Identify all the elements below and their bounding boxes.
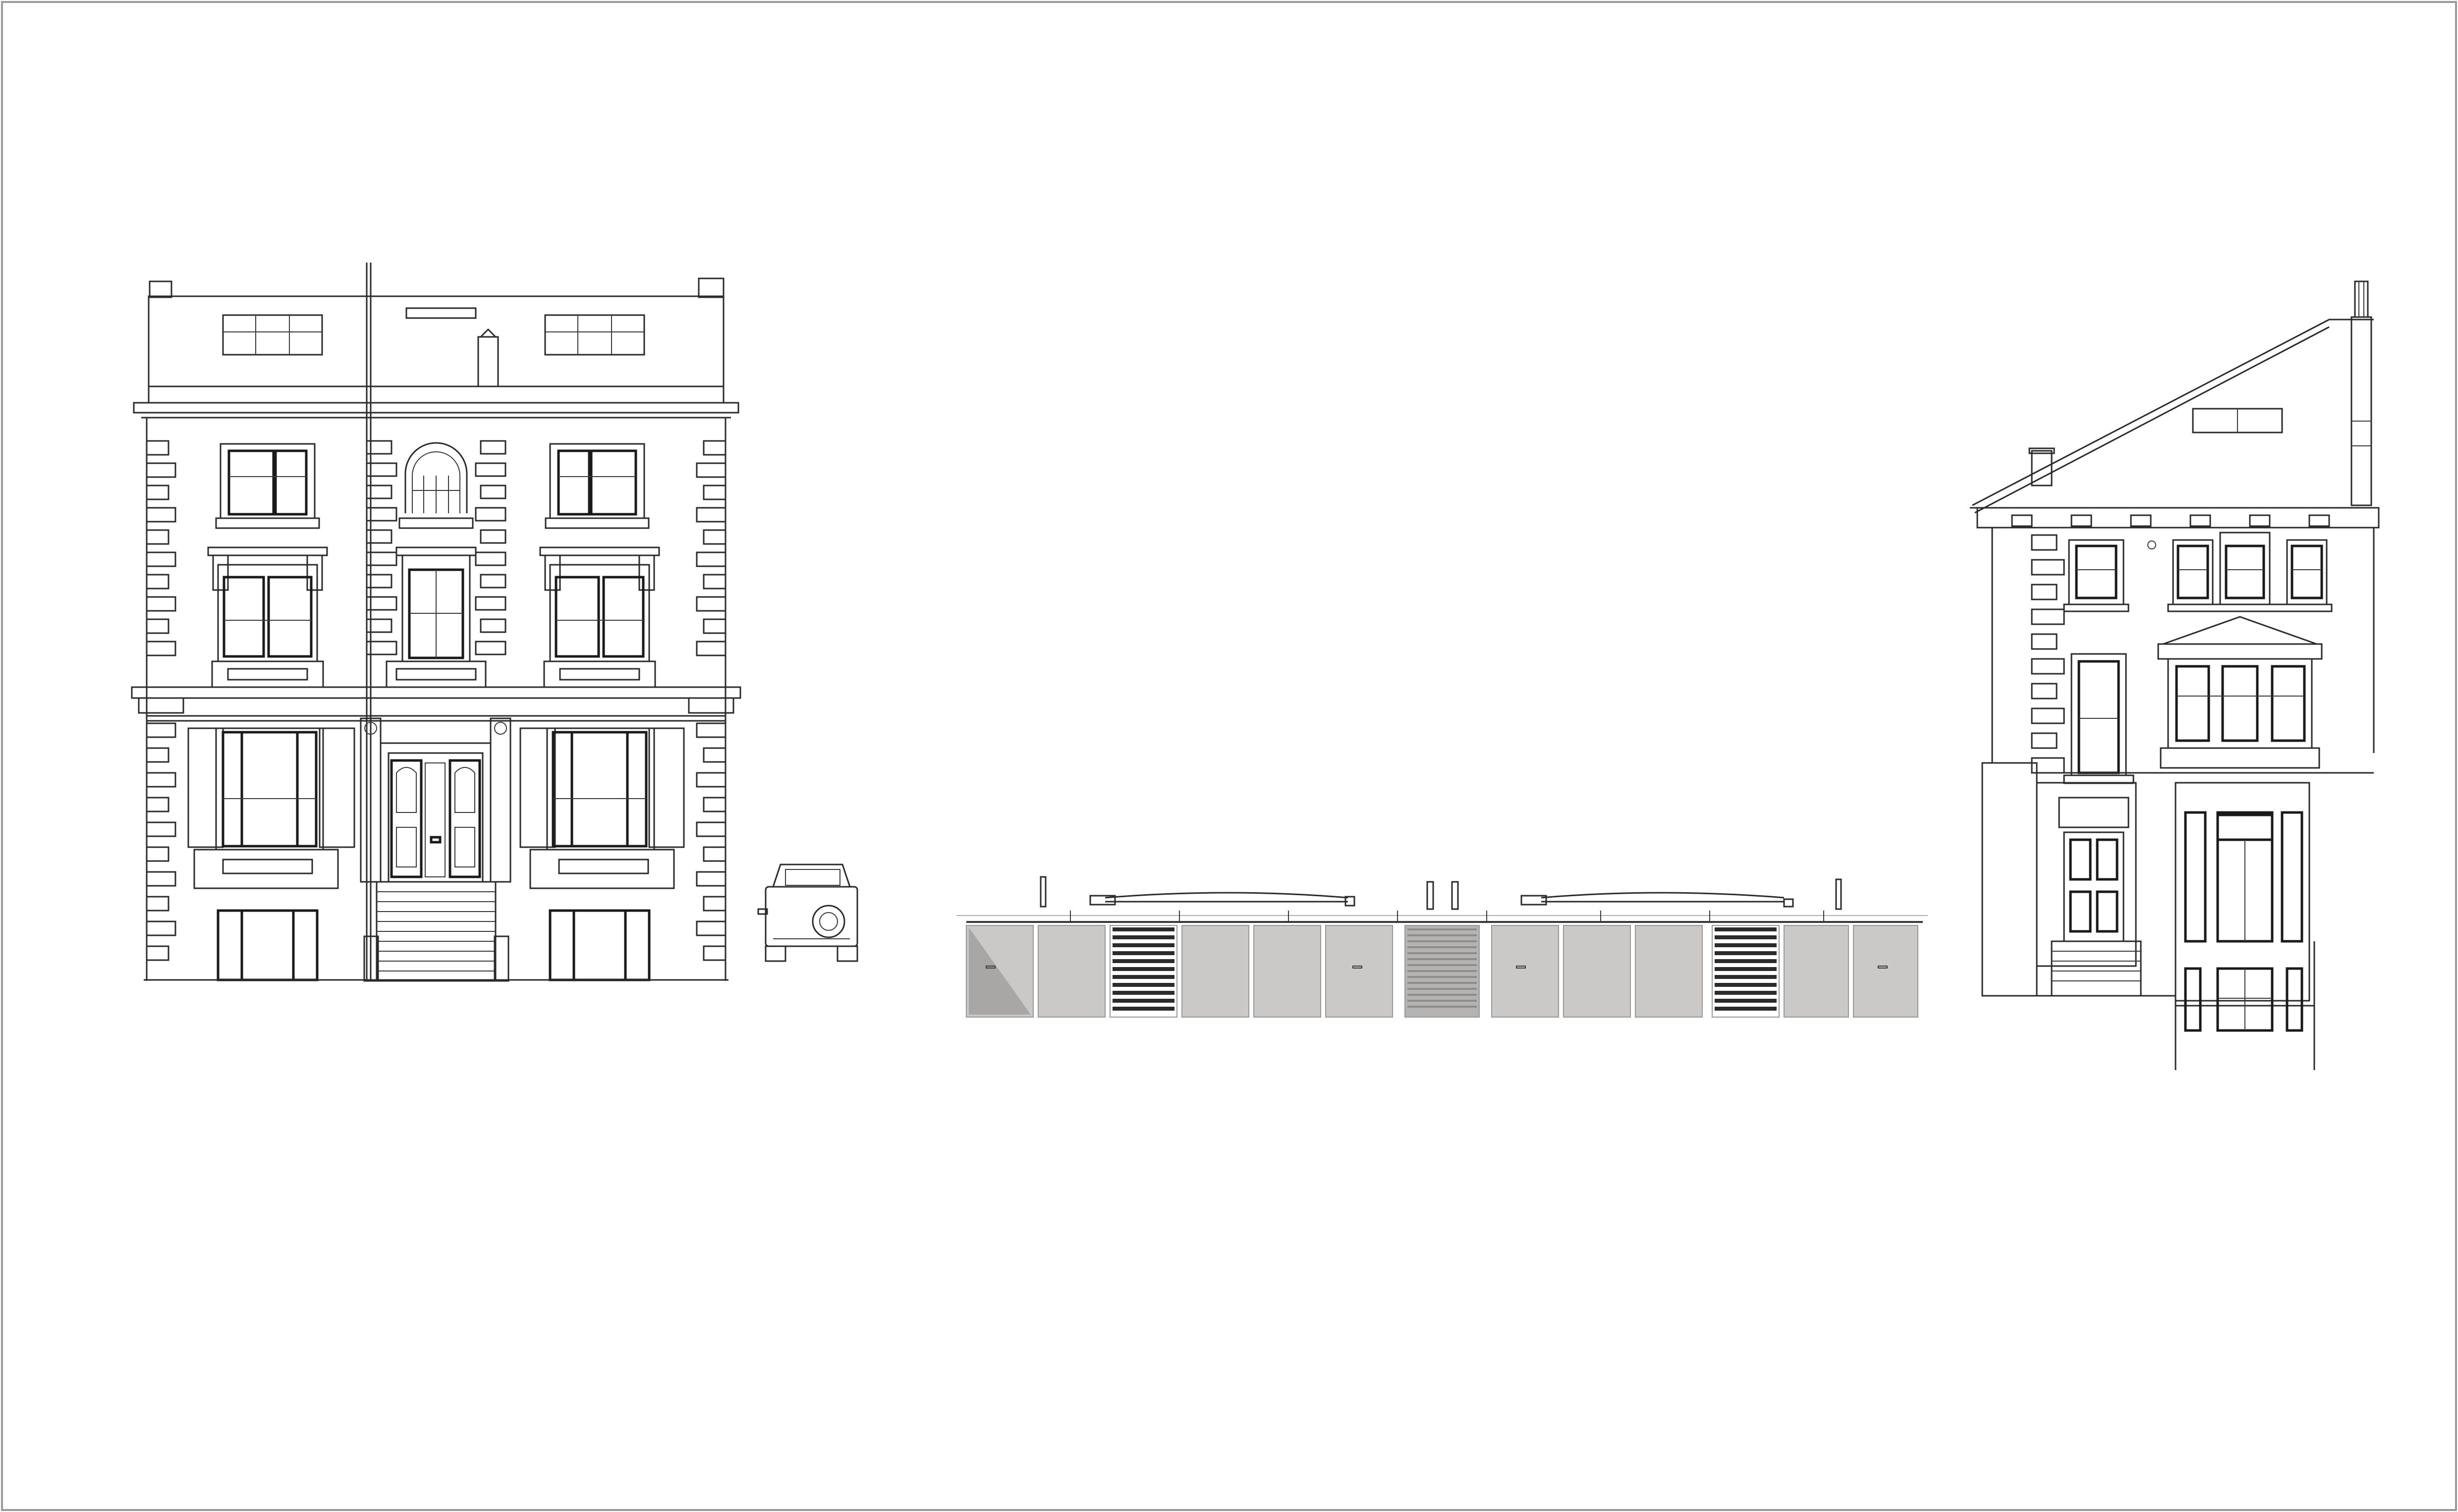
side-elevation-villa [1970,280,2380,1070]
entrance-porch [360,717,511,883]
louvre-panel-1 [1113,927,1174,1011]
quoins-centre [366,440,506,655]
side-steps [2051,940,2142,997]
quoins-right [696,440,726,961]
window-2f-centre [398,442,474,529]
window-1f-right [539,546,660,688]
side-ground-bay [2175,782,2310,1002]
side-quoins [2031,534,2065,774]
roof-window-right [544,314,645,356]
side-entrance [2036,782,2137,967]
window-1f-left [207,546,328,688]
window-gf-right [519,727,685,889]
parked-car [757,864,858,962]
basement-window-right [549,909,651,981]
side-tall-window [2063,653,2134,784]
front-elevation-villa [131,263,741,982]
quoins-left [146,440,176,961]
side-window-upper-1 [2063,539,2129,612]
entrance-steps [363,881,509,982]
dentil-band [2011,514,2330,527]
side-window-upper-4 [2286,539,2328,605]
roof-window-left [222,314,323,356]
window-2f-left [215,443,320,529]
garage-door [1407,928,1477,1008]
basement-window-left [217,909,319,981]
window-2f-right [545,443,650,529]
louvre-panel-2 [1715,927,1777,1011]
side-bay-window [2157,616,2323,769]
side-window-upper-2 [2172,539,2214,605]
mews-garage-elevation [956,876,1928,1018]
window-gf-left [187,727,355,889]
side-window-upper-3 [2219,532,2271,605]
window-1f-centre [386,546,487,688]
